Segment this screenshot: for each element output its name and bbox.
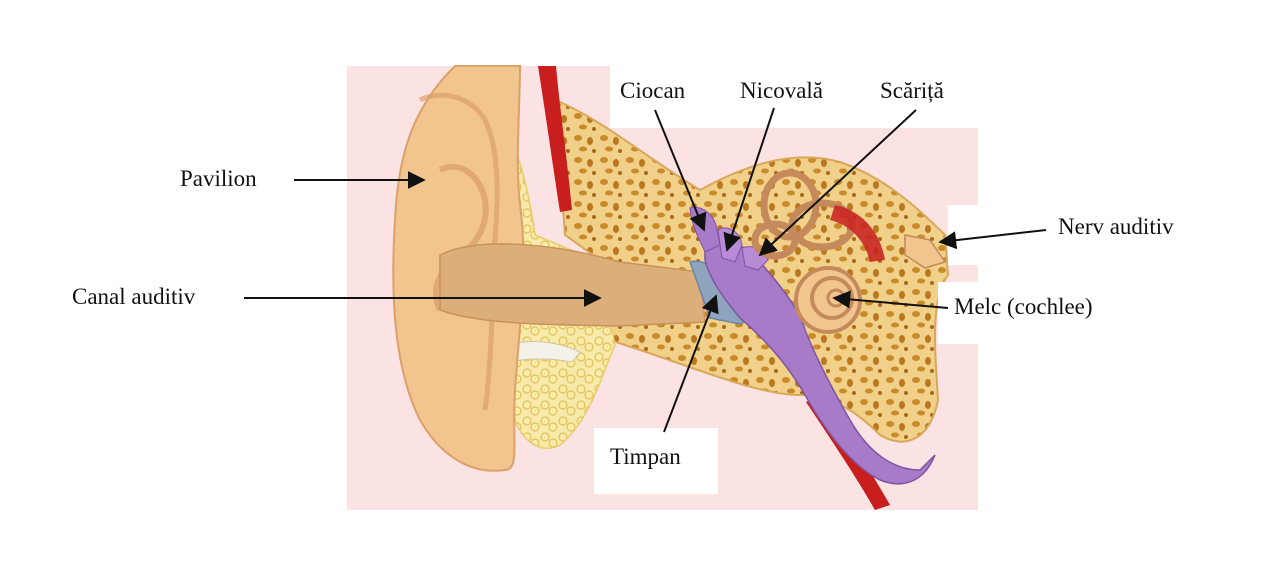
arrow-nerv (938, 229, 1047, 250)
label-bg-timpan (594, 428, 718, 494)
label-ciocan: Ciocan (620, 78, 686, 103)
label-pavilion: Pavilion (180, 166, 257, 191)
arrow-scarita (758, 109, 917, 257)
label-timpan: Timpan (610, 444, 681, 469)
arrow-melc (832, 290, 949, 309)
blood-vessel-upper (538, 66, 572, 212)
arrow-nicovala (723, 107, 775, 252)
label-nerv-auditiv: Nerv auditiv (1058, 214, 1174, 239)
arrow-ciocan (654, 109, 707, 232)
auditory-nerve (904, 234, 947, 269)
inner-ear-vessel (830, 205, 885, 262)
label-scarita: Scăriță (880, 78, 944, 103)
label-bg-nerv (948, 205, 980, 265)
label-melc: Melc (cochlee) (954, 294, 1093, 319)
cartilage-lower (507, 340, 581, 363)
label-bg-top (610, 66, 978, 128)
label-bg-melc (938, 282, 978, 344)
pinna-helix (418, 92, 500, 411)
label-nicovala: Nicovală (740, 78, 824, 103)
middle-ear-cavity (704, 238, 936, 485)
label-canal-auditiv: Canal auditiv (72, 284, 196, 309)
pinna-concha (433, 163, 489, 312)
arrow-timpan (663, 294, 719, 433)
